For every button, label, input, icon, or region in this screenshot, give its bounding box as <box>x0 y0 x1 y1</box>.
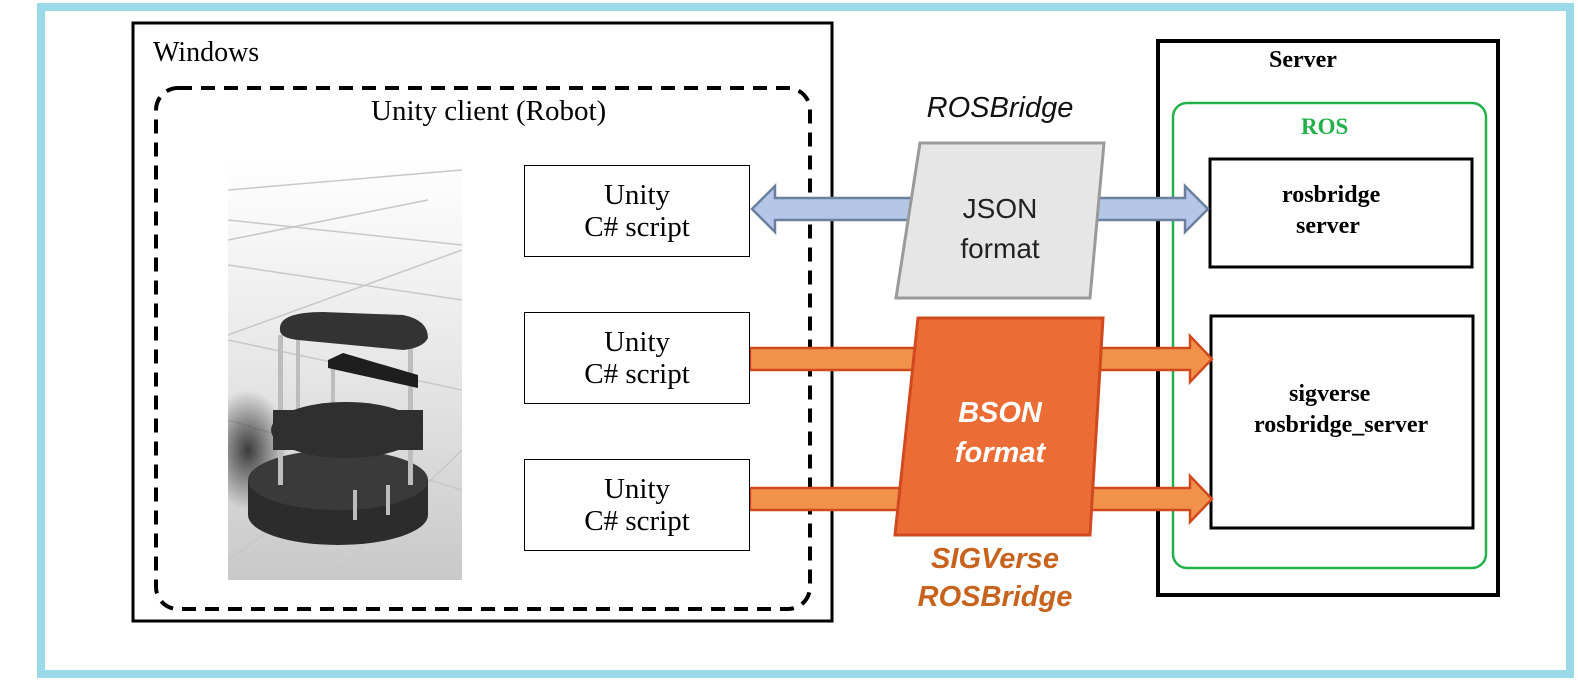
sigverse-rosbridge-caption: ROSBridge <box>917 581 1073 613</box>
script-line1: Unity <box>603 473 671 505</box>
bson-label: BSON <box>958 397 1042 429</box>
script-line1: Unity <box>603 326 671 358</box>
json-format-box <box>894 141 1106 300</box>
sigverse-caption: SIGVerse <box>931 543 1059 575</box>
unity-script-box-3: Unity C# script <box>524 459 750 551</box>
bson-format-box <box>893 316 1105 537</box>
rosbridge-server-line1: rosbridge <box>1282 182 1381 208</box>
ros-box <box>1171 101 1488 570</box>
server-title: Server <box>1269 47 1337 73</box>
rosbridge-caption: ROSBridge <box>926 92 1074 124</box>
rosbridge-server-box <box>1208 157 1474 269</box>
server-box <box>1156 39 1500 597</box>
script-line2: C# script <box>584 358 690 390</box>
windows-title: Windows <box>153 37 260 68</box>
bson-format-label: format <box>954 437 1046 469</box>
sigverse-server-line1: sigverse <box>1289 381 1371 407</box>
unity-script-box-2: Unity C# script <box>524 312 750 404</box>
robot-image <box>228 160 462 580</box>
rosbridge-server-line2: server <box>1296 213 1360 239</box>
script-line2: C# script <box>584 505 690 537</box>
sigverse-server-box <box>1209 314 1475 530</box>
sigverse-server-line2: rosbridge_server <box>1254 412 1429 438</box>
windows-box <box>131 21 834 623</box>
script-line2: C# script <box>584 211 690 243</box>
json-label: JSON <box>962 193 1038 224</box>
json-format-label: format <box>960 233 1040 264</box>
ros-title: ROS <box>1301 114 1349 139</box>
script-line1: Unity <box>603 179 671 211</box>
unity-client-title: Unity client (Robot) <box>371 95 607 127</box>
unity-script-box-1: Unity C# script <box>524 165 750 257</box>
